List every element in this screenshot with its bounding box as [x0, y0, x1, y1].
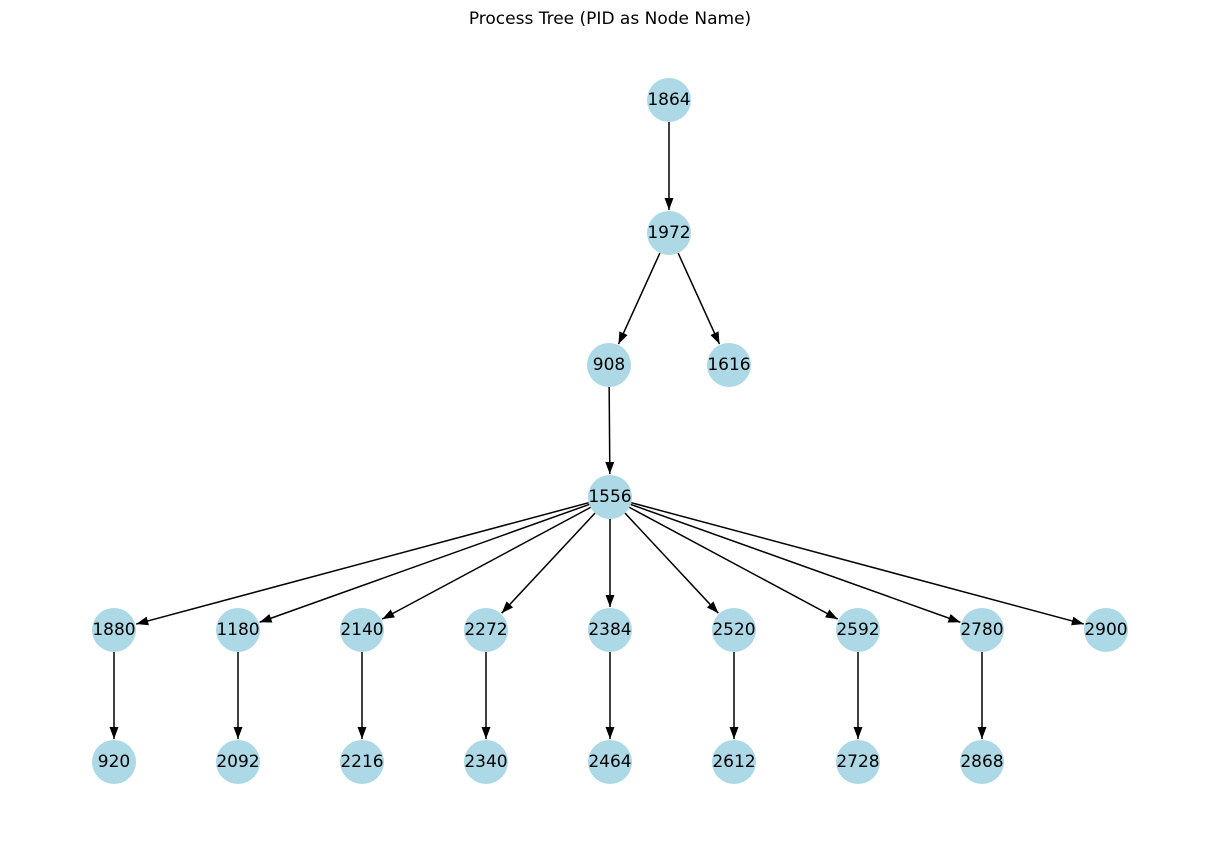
- node-circle-2728: [836, 740, 880, 784]
- node-label-2612: 2612: [712, 752, 755, 772]
- node-circle-1556: [588, 475, 632, 519]
- edge-1556-1880: [136, 501, 589, 626]
- process-node-1864: 1864: [647, 78, 691, 122]
- node-circle-2384: [588, 608, 632, 652]
- node-label-2464: 2464: [588, 752, 631, 772]
- node-circle-1180: [216, 608, 260, 652]
- node-circle-2612: [712, 740, 756, 784]
- process-node-2464: 2464: [588, 740, 632, 784]
- edge-908-1556: [605, 386, 615, 475]
- node-label-2140: 2140: [340, 620, 383, 640]
- node-circle-2272: [464, 608, 508, 652]
- edge-1972-1616: [677, 252, 721, 345]
- process-node-2340: 2340: [464, 740, 508, 784]
- node-circle-1616: [707, 343, 751, 387]
- process-node-1556: 1556: [588, 475, 632, 519]
- node-circle-1864: [647, 78, 691, 122]
- process-node-2520: 2520: [712, 608, 756, 652]
- node-circle-1880: [92, 608, 136, 652]
- node-circle-908: [587, 343, 631, 387]
- process-node-2272: 2272: [464, 608, 508, 652]
- process-node-1180: 1180: [216, 608, 260, 652]
- process-node-1972: 1972: [647, 211, 691, 255]
- node-label-2780: 2780: [960, 620, 1003, 640]
- node-circle-2780: [960, 608, 1004, 652]
- node-circle-2340: [464, 740, 508, 784]
- node-circle-2868: [960, 740, 1004, 784]
- node-label-2592: 2592: [836, 620, 879, 640]
- node-label-1880: 1880: [92, 620, 135, 640]
- node-label-1616: 1616: [707, 355, 750, 375]
- edge-1556-1180: [259, 503, 590, 623]
- process-node-920: 920: [92, 740, 136, 784]
- node-label-2092: 2092: [216, 752, 259, 772]
- process-node-908: 908: [587, 343, 631, 387]
- process-node-2140: 2140: [340, 608, 384, 652]
- edge-1972-908: [617, 252, 661, 345]
- node-circle-1972: [647, 211, 691, 255]
- node-label-2868: 2868: [960, 752, 1003, 772]
- edges-layer: [109, 122, 1084, 739]
- node-circle-2140: [340, 608, 384, 652]
- edge-1556-2780: [630, 503, 961, 623]
- node-label-1972: 1972: [647, 223, 690, 243]
- node-label-2520: 2520: [712, 620, 755, 640]
- process-node-2384: 2384: [588, 608, 632, 652]
- chart-title: Process Tree (PID as Node Name): [469, 9, 751, 29]
- node-label-2900: 2900: [1084, 620, 1127, 640]
- node-label-2272: 2272: [464, 620, 507, 640]
- process-node-2780: 2780: [960, 608, 1004, 652]
- node-label-920: 920: [98, 752, 130, 772]
- node-circle-2900: [1084, 608, 1128, 652]
- edge-1556-2272: [501, 512, 596, 614]
- node-circle-2216: [340, 740, 384, 784]
- node-label-1556: 1556: [588, 487, 631, 507]
- edge-1556-2900: [631, 501, 1084, 626]
- process-node-1616: 1616: [707, 343, 751, 387]
- process-node-2612: 2612: [712, 740, 756, 784]
- node-label-2728: 2728: [836, 752, 879, 772]
- node-circle-2592: [836, 608, 880, 652]
- edge-1556-2592: [629, 506, 839, 620]
- process-node-2728: 2728: [836, 740, 880, 784]
- node-circle-920: [92, 740, 136, 784]
- node-circle-2092: [216, 740, 260, 784]
- process-node-2900: 2900: [1084, 608, 1128, 652]
- node-label-908: 908: [593, 355, 625, 375]
- process-node-2868: 2868: [960, 740, 1004, 784]
- node-label-2384: 2384: [588, 620, 631, 640]
- process-node-2216: 2216: [340, 740, 384, 784]
- edge-1556-2520: [624, 512, 719, 614]
- nodes-layer: 1864 1972 908 1616 1556 1880 1180 2140 2272 2384 2…: [92, 78, 1128, 784]
- node-label-1180: 1180: [216, 620, 259, 640]
- edge-1556-2140: [381, 506, 591, 620]
- process-node-2092: 2092: [216, 740, 260, 784]
- node-label-2216: 2216: [340, 752, 383, 772]
- node-label-1864: 1864: [647, 90, 690, 110]
- node-circle-2520: [712, 608, 756, 652]
- node-circle-2464: [588, 740, 632, 784]
- process-node-2592: 2592: [836, 608, 880, 652]
- node-label-2340: 2340: [464, 752, 507, 772]
- process-node-1880: 1880: [92, 608, 136, 652]
